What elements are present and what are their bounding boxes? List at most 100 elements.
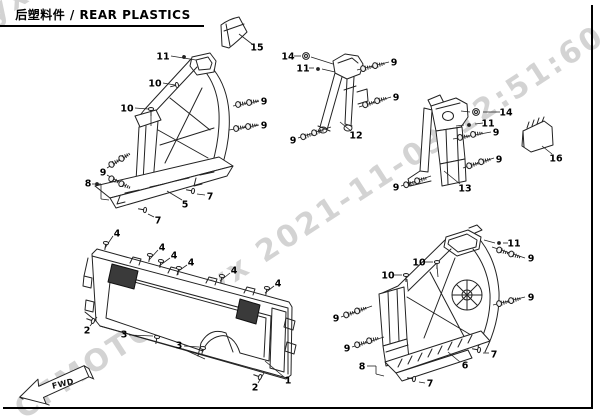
callout-label: 10 [148, 78, 162, 89]
fastener-screw-pin-icon [218, 273, 226, 283]
part-5-side-panel-left-drawing [94, 52, 234, 209]
fastener-bolt-icon [233, 125, 246, 132]
callout-label: 4 [114, 228, 121, 239]
callout-leader-line [418, 381, 426, 384]
fastener-screw-pin-icon [402, 273, 410, 282]
page-border-bottom [3, 407, 593, 409]
fastener-screw-pin-icon [157, 258, 165, 268]
callout-label: 7 [491, 349, 498, 360]
callout-label: 3 [176, 340, 183, 351]
callout-label: 7 [207, 191, 214, 202]
callout-label: 12 [349, 130, 362, 141]
callout-label: 10 [412, 257, 426, 268]
fastener-screw-pin-icon [433, 260, 441, 269]
callout-leader-line [238, 33, 253, 45]
callout-leader-line [339, 121, 352, 132]
callout-leader-line [148, 249, 159, 261]
callout-leader-line [455, 124, 465, 127]
callout-label: 9 [100, 167, 107, 178]
fastener-screw-pin-icon [199, 345, 207, 355]
fastener-bolt-icon [343, 310, 356, 319]
fastener-bolt-icon [470, 131, 483, 138]
fastener-screw-pin-icon [102, 240, 110, 250]
fastener-bolt-icon [300, 133, 313, 141]
callout-label: 9 [261, 120, 268, 131]
fastener-bolt-icon [508, 297, 521, 305]
callout-label: 2 [252, 382, 259, 393]
fastener-bolt-icon [354, 341, 367, 349]
callout-leader-line [162, 82, 176, 86]
callout-label: 9 [290, 135, 297, 146]
fastener-screw-pin-icon [263, 285, 271, 295]
callout-label: 9 [496, 154, 503, 165]
callout-label: 4 [231, 265, 238, 276]
fastener-screw-pin-icon [472, 346, 482, 354]
fastener-bolt-icon [354, 306, 367, 315]
callout-label: 7 [427, 378, 434, 389]
part-drawings [82, 16, 554, 382]
callout-label: 15 [250, 42, 263, 53]
callout-leader-line [166, 190, 183, 201]
callout-label: 8 [85, 178, 92, 189]
callout-label: 3 [121, 329, 128, 340]
callout-leader-line [310, 56, 334, 65]
fastener-screw-pin-icon [153, 334, 161, 344]
fastener-screw-pin-icon [147, 107, 155, 116]
fastener-nut-ring-icon [302, 52, 310, 60]
callout-label: 2 [84, 325, 91, 336]
fwd-arrow: FWD [19, 365, 95, 406]
fastener-bolt-icon [118, 180, 131, 189]
fastener-screw-pin-icon [138, 206, 148, 214]
fastener-bolt-icon [235, 101, 248, 108]
callout-leader-line [264, 360, 285, 378]
callout-leader-line [406, 278, 409, 291]
callout-leader-line [147, 213, 155, 218]
callout-label: 10 [120, 103, 134, 114]
part-16-drawing [521, 116, 554, 153]
callout-leader-line [183, 345, 200, 348]
part-13-panel-drawing [407, 94, 469, 187]
callout-leader-line [104, 235, 114, 249]
fastener-bolt-icon [362, 101, 375, 109]
callout-label: 11 [156, 51, 169, 62]
fastener-bolt-icon [360, 65, 373, 73]
callout-label: 6 [462, 360, 469, 371]
callout-leader-line [128, 334, 154, 337]
fastener-screw-pin-icon [170, 81, 180, 89]
callout-label: 13 [458, 183, 471, 194]
fastener-screw-pin-icon [253, 374, 263, 380]
fastener-bolt-icon [496, 246, 509, 255]
callout-label: 4 [188, 257, 195, 268]
callout-leader-line [483, 239, 496, 244]
fastener-bolt-icon [311, 129, 324, 137]
callout-label: 4 [275, 278, 282, 289]
fastener-screw-pin-icon [86, 318, 96, 324]
callout-label: 9 [391, 57, 398, 68]
callout-leader-line [100, 198, 110, 201]
callout-leader-line [460, 110, 471, 113]
fastener-bolt-icon [403, 181, 416, 189]
fastener-bolt-icon [374, 97, 387, 105]
fastener-rivet-dot-icon [95, 182, 99, 186]
callout-label: 7 [155, 215, 162, 226]
callout-leader-line [196, 193, 206, 196]
page-title: 后塑料件 / REAR PLASTICS [15, 8, 191, 22]
callout-leader-line [134, 107, 149, 110]
callout-label: 4 [159, 242, 166, 253]
fastener-rivet-dot-icon [497, 241, 501, 245]
fastener-rivet-dot-icon [182, 55, 186, 59]
fastener-bolt-icon [118, 152, 131, 162]
fastener-screw-pin-icon [146, 252, 154, 262]
title-underline [0, 25, 204, 27]
callout-label: 14 [281, 51, 295, 62]
fastener-bolt-icon [108, 175, 121, 184]
fastener-bolt-icon [466, 162, 479, 170]
fastener-bolt-icon [414, 177, 427, 185]
callout-label: 9 [493, 127, 500, 138]
fastener-screw-pin-icon [186, 187, 196, 195]
fastener-bolt-icon [496, 300, 509, 308]
fastener-bolt-icon [246, 99, 259, 106]
fastener-nut-ring-icon [472, 108, 480, 116]
